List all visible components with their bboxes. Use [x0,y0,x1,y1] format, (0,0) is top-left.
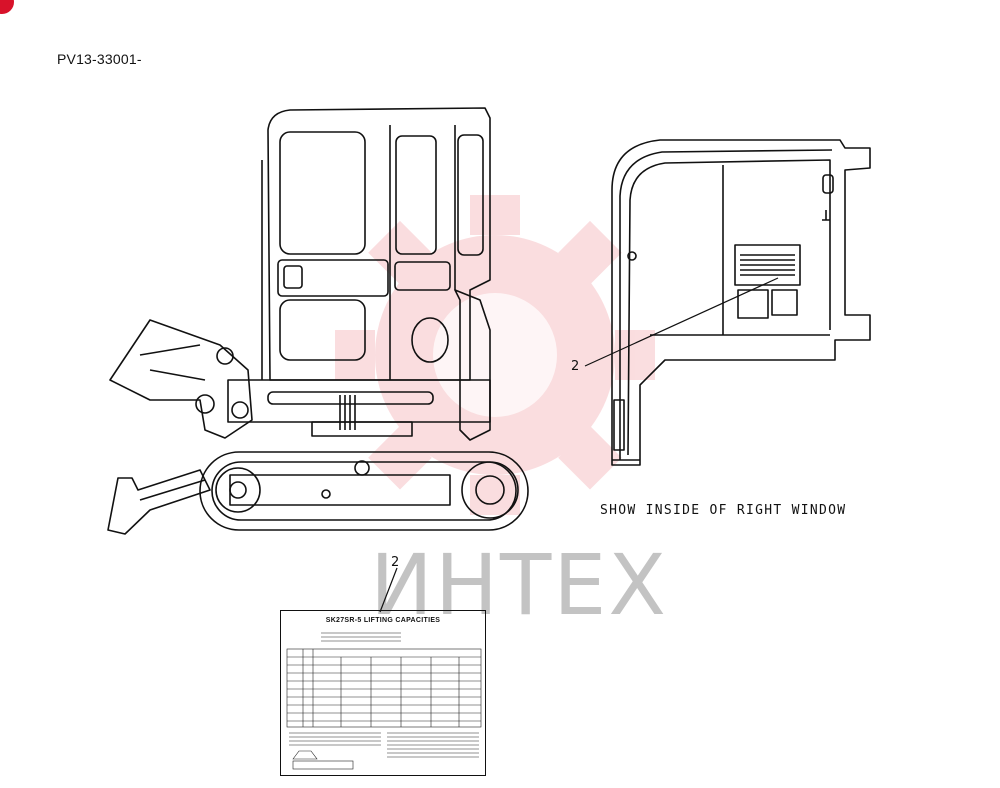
lifting-capacity-decal: SK27SR-5 LIFTING CAPACITIES [280,610,486,776]
part-number: PV13-33001- [57,51,142,67]
callout-number: 2 [391,555,400,570]
view-caption: SHOW INSIDE OF RIGHT WINDOW [600,503,847,518]
callout-number: 2 [571,359,580,374]
decal-title: SK27SR-5 LIFTING CAPACITIES [325,617,441,624]
decal-table-graphic [286,632,482,770]
watermark-text: ИНТЕХ [370,536,668,634]
